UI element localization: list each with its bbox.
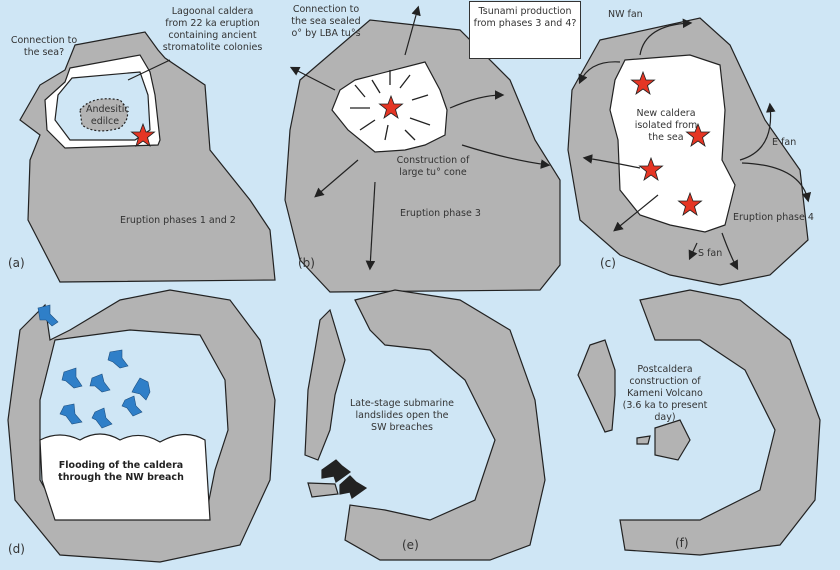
panel-label-b: (b) bbox=[298, 256, 315, 270]
phase-label-a: Eruption phases 1 and 2 bbox=[120, 215, 236, 226]
island-a bbox=[19, 31, 276, 283]
panel-label-a: (a) bbox=[8, 256, 25, 270]
tsunami-text: Tsunami production from phases 3 and 4? bbox=[473, 6, 577, 29]
phase-label-b: Eruption phase 3 bbox=[400, 208, 481, 219]
kameni-volcano bbox=[654, 419, 691, 461]
andesitic-edifice-label: Andesitic edilce bbox=[86, 104, 130, 127]
panel-label-c: (c) bbox=[600, 256, 616, 270]
landslides-caption: Late-stage submarine landslides open the… bbox=[350, 398, 454, 433]
panel-label-d: (d) bbox=[8, 542, 25, 556]
landslide-arrow-icon bbox=[321, 459, 352, 483]
flood-arrow-icons bbox=[37, 304, 151, 429]
island-d bbox=[7, 289, 276, 563]
connection-question: Connection to the sea? bbox=[10, 35, 78, 58]
panel-label-e: (e) bbox=[402, 538, 419, 552]
phase-label-c: Eruption phase 4 bbox=[733, 212, 814, 223]
s-fan-label: S fan bbox=[698, 248, 723, 259]
sealed-caption: Connection to the sea sealed o° by LBA t… bbox=[291, 4, 361, 39]
island-f bbox=[577, 289, 821, 556]
landslide-arrow-icon bbox=[339, 475, 368, 499]
island-c bbox=[567, 17, 812, 286]
island-e bbox=[304, 289, 546, 561]
new-caldera-caption: New caldera isolated from the sea bbox=[634, 108, 698, 143]
tsunami-callout: Tsunami production from phases 3 and 4? bbox=[469, 1, 581, 59]
postcaldera-caption: Postcaldera construction of Kameni Volca… bbox=[622, 364, 708, 423]
flooding-caption: Flooding of the caldera through the NW b… bbox=[58, 460, 184, 483]
e-fan-label: E fan bbox=[772, 137, 797, 148]
panel-label-f: (f) bbox=[675, 536, 689, 550]
island-b bbox=[284, 5, 561, 293]
lagoon-caption: Lagoonal caldera from 22 ka eruption con… bbox=[162, 6, 263, 53]
nw-fan-label: NW fan bbox=[608, 9, 643, 20]
cone-caption: Construction of large tu° cone bbox=[396, 155, 470, 178]
